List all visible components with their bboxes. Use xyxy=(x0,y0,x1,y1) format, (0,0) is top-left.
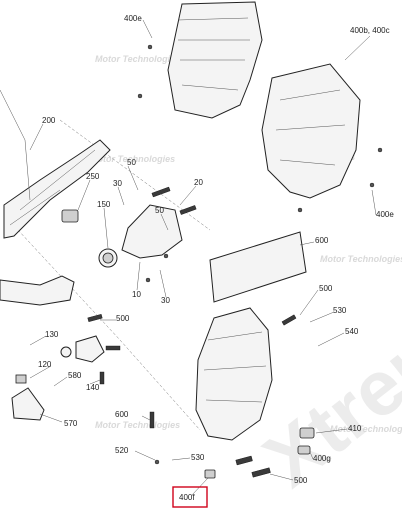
callout-30a: 30 xyxy=(113,179,122,188)
bolt-icon xyxy=(145,277,151,283)
clamp-130 xyxy=(60,346,72,358)
callout-600: 600 xyxy=(315,236,329,245)
callout-140: 140 xyxy=(86,383,100,392)
callout-130: 130 xyxy=(45,330,59,339)
spring-500d xyxy=(99,371,105,385)
callout-400g: 400g xyxy=(313,454,331,463)
callout-500a: 500 xyxy=(319,284,333,293)
airbox-right-half xyxy=(261,63,361,199)
callout-580: 580 xyxy=(68,371,82,380)
callout-50b: 50 xyxy=(155,206,164,215)
intake-manifold xyxy=(121,204,183,259)
watermark-6: Motor Technologies xyxy=(330,424,402,434)
spring-500a xyxy=(87,314,103,322)
callout-400e-right: 400e xyxy=(376,210,394,219)
leader-lines xyxy=(29,19,377,496)
watermark-1: Motor Technologies xyxy=(95,54,180,64)
airbox-right-rib xyxy=(275,89,346,166)
spring-500f xyxy=(235,455,253,466)
callout-400b-400c: 400b, 400c xyxy=(350,26,390,35)
part-400f xyxy=(204,469,216,479)
sensor-410 xyxy=(299,427,315,439)
callout-410: 410 xyxy=(348,424,362,433)
intake-tube-rib xyxy=(9,149,96,226)
spring-20a xyxy=(151,186,171,198)
bolt-icon xyxy=(377,147,383,153)
callout-50a: 50 xyxy=(127,158,136,167)
callout-20: 20 xyxy=(194,178,203,187)
airbox-lower-rib xyxy=(203,331,267,403)
callout-400f: 400f xyxy=(179,493,195,502)
callout-500b: 500 xyxy=(116,314,130,323)
callout-530b: 530 xyxy=(191,453,205,462)
watermark-large: Xtreme xyxy=(248,271,402,503)
watermark-5: Motor Technologies xyxy=(95,420,180,430)
bolt-icon xyxy=(297,207,303,213)
callout-labels: 400e 400b, 400c 200 50 250 30 20 150 400… xyxy=(38,14,394,485)
bolt-icon xyxy=(369,182,375,188)
callout-150: 150 xyxy=(97,200,111,209)
callout-200: 200 xyxy=(42,116,56,125)
spring-500c xyxy=(105,345,121,351)
airbox-upper-rib xyxy=(177,17,250,91)
callout-520: 520 xyxy=(115,446,129,455)
clamp-ring-inner xyxy=(102,252,114,264)
callout-530a: 530 xyxy=(333,306,347,315)
highlight-box xyxy=(172,486,208,508)
spring-20b xyxy=(179,205,197,215)
assembly-axis-line xyxy=(17,229,201,431)
bolt-icon xyxy=(163,253,169,259)
callout-120: 120 xyxy=(38,360,52,369)
fastener-400g xyxy=(297,445,311,455)
spring-500g xyxy=(251,467,271,478)
callout-400e-top: 400e xyxy=(124,14,142,23)
watermark-4: Motor Technologies xyxy=(320,254,402,264)
bolt-icon xyxy=(137,93,143,99)
lower-intake-pipe xyxy=(0,275,75,306)
callout-30b: 30 xyxy=(161,296,170,305)
intake-tube xyxy=(3,139,111,239)
airbox-lower-housing xyxy=(195,307,273,441)
highlighted-callout-400f[interactable]: 400f xyxy=(172,486,208,508)
bracket-570 xyxy=(11,387,45,421)
bracket-120 xyxy=(15,374,27,384)
callout-540: 540 xyxy=(345,327,359,336)
bolt-icon xyxy=(147,44,153,50)
bolt-icon xyxy=(154,459,160,465)
air-filter-element xyxy=(209,231,307,303)
callout-570: 570 xyxy=(64,419,78,428)
coupler-140 xyxy=(75,335,105,363)
spring-500b xyxy=(281,314,297,326)
watermark-2: Motor Technologies xyxy=(90,154,175,164)
frame-line xyxy=(0,89,31,201)
callout-250: 250 xyxy=(86,172,100,181)
callout-500c: 500 xyxy=(294,476,308,485)
callout-600b: 600 xyxy=(115,410,129,419)
connector-250 xyxy=(61,209,79,223)
spring-500e xyxy=(149,411,155,429)
callout-10: 10 xyxy=(132,290,141,299)
